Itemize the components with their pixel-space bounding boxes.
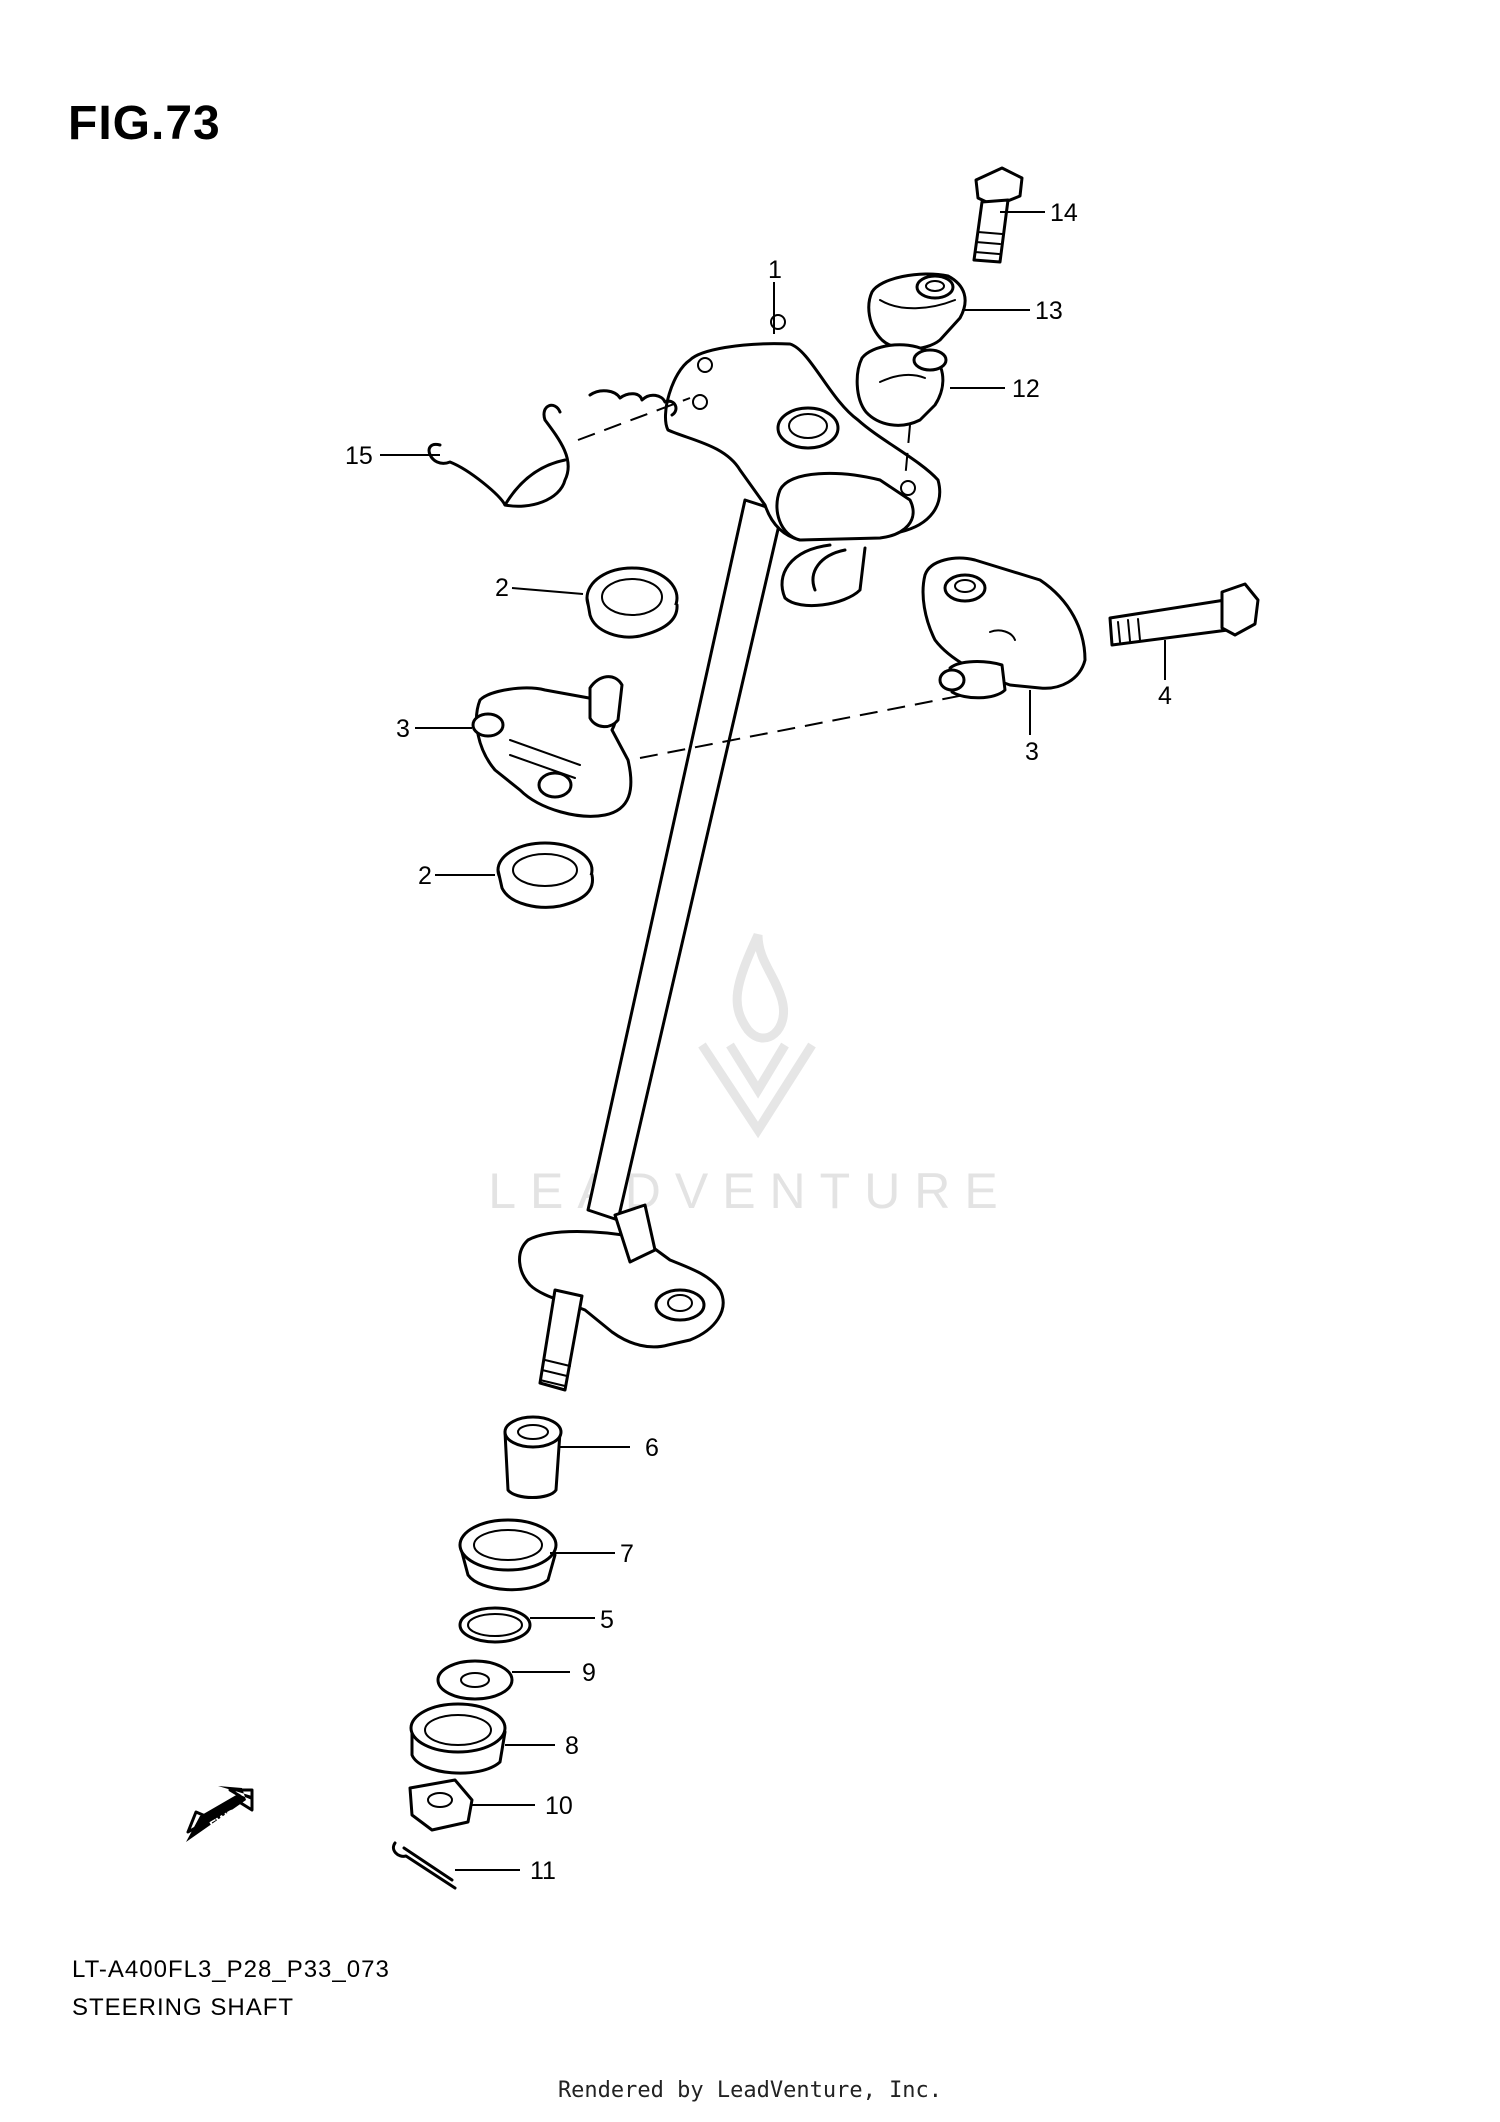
- callout-14: 14: [1050, 199, 1078, 227]
- callout-8: 8: [565, 1732, 579, 1760]
- part-3-holder-right[interactable]: [921, 556, 1087, 700]
- callout-7: 7: [620, 1540, 634, 1568]
- callout-2-upper: 2: [495, 574, 509, 602]
- callout-13: 13: [1035, 297, 1063, 325]
- part-12-lower-clamp[interactable]: [855, 343, 948, 481]
- part-11-cotter-pin[interactable]: [391, 1841, 457, 1890]
- callout-5: 5: [600, 1606, 614, 1634]
- part-14-bolt[interactable]: [972, 166, 1024, 264]
- figure-name: STEERING SHAFT: [72, 1994, 295, 2021]
- callout-labels: 1 2 2 3 3 4 5 6 7 8 9 10 11 12 13 14 15: [345, 199, 1172, 1885]
- callout-3-left: 3: [396, 715, 410, 743]
- part-5-o-ring[interactable]: [458, 1606, 532, 1644]
- callout-11: 11: [530, 1857, 556, 1885]
- leader-lines: [380, 211, 1166, 1871]
- part-2-bushing-lower[interactable]: [496, 841, 595, 909]
- figure-title: FIG.73: [68, 97, 221, 150]
- watermark-text: LEADVENTURE: [488, 1163, 1012, 1219]
- leadventure-watermark-logo: [698, 933, 816, 1139]
- model-code: LT-A400FL3_P28_P33_073: [72, 1956, 390, 1983]
- fwd-direction-arrow: FWD: [186, 1786, 254, 1842]
- callout-1: 1: [768, 256, 782, 284]
- part-6-bushing[interactable]: [503, 1415, 563, 1499]
- part-13-upper-clamp[interactable]: [867, 272, 967, 351]
- part-7-seal[interactable]: [458, 1518, 558, 1592]
- callout-4: 4: [1158, 682, 1172, 710]
- part-4-bolt[interactable]: [1108, 582, 1260, 647]
- part-2-bushing-upper[interactable]: [585, 566, 679, 639]
- part-9-washer[interactable]: [436, 1659, 514, 1701]
- part-10-nut[interactable]: [408, 1778, 474, 1832]
- part-3-holder-left[interactable]: [471, 675, 991, 818]
- callout-10: 10: [545, 1792, 573, 1820]
- render-credit: Rendered by LeadVenture, Inc.: [557, 2078, 943, 2103]
- part-8-cap[interactable]: [409, 1702, 507, 1775]
- callout-3-right: 3: [1025, 738, 1039, 766]
- callout-12: 12: [1012, 375, 1040, 403]
- callout-9: 9: [582, 1659, 596, 1687]
- part-1-steering-shaft[interactable]: [518, 314, 942, 1392]
- callout-2-lower: 2: [418, 862, 432, 890]
- callout-6: 6: [645, 1434, 659, 1462]
- callout-15: 15: [345, 442, 373, 470]
- part-15-clip[interactable]: [427, 389, 691, 508]
